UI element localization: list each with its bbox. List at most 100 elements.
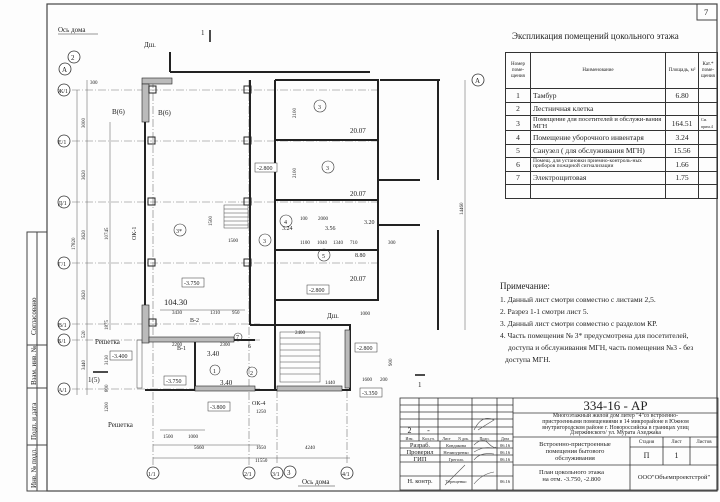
room-area: 3.56	[325, 226, 336, 232]
dimension: 2100	[293, 108, 298, 119]
room-number: 3	[263, 239, 266, 245]
project-line: пристроенными помещениями в 14 микрорайо…	[542, 418, 689, 425]
sheet-value: 1	[674, 451, 679, 460]
level-mark: -3.800	[210, 405, 226, 411]
room-number: 2	[250, 371, 253, 377]
dimension: 1100	[300, 241, 310, 246]
room-area: 3.24	[282, 226, 293, 232]
room-area: 20.07	[350, 190, 366, 198]
dimension: 1000	[188, 435, 199, 440]
dimension: 17820	[72, 237, 77, 250]
explication-table: Номер поме-щения Наименование Площадь, м…	[505, 52, 718, 199]
col-name: Наименование	[530, 52, 666, 89]
rev-header: Изм.	[405, 436, 414, 441]
dimension: 1340	[333, 241, 344, 246]
dimension: 5660	[194, 446, 205, 451]
room-number: 3	[318, 105, 321, 111]
door-mark: В-1	[177, 346, 186, 352]
dimension: 2000	[318, 217, 329, 222]
project-line: Многоэтажный жилой дом литер "4"со встро…	[552, 413, 679, 419]
note-item: доступа и обслуживания МГН, часть помеще…	[508, 343, 694, 352]
axis-label: Г/1	[58, 262, 66, 268]
level-mark: -2.800	[357, 346, 373, 352]
dimension: 2200	[172, 343, 183, 348]
room-area: 3.40	[207, 350, 220, 358]
axis-label: В/1	[58, 323, 67, 329]
cell: Помещение для посетителей и обслужи-вани…	[530, 115, 666, 131]
dimension: 1875	[105, 320, 110, 331]
dimension: 1000	[360, 312, 371, 317]
dimension: 2300	[220, 343, 231, 348]
col-category: Кат.* поме-щения	[698, 52, 718, 89]
vent-mark: В(6)	[158, 109, 172, 117]
axis-label: А/1	[58, 388, 67, 394]
dimension: 1040	[317, 241, 328, 246]
level-mark: -2.800	[309, 288, 325, 294]
staff-date: 06.16	[499, 479, 511, 484]
room-area: 3.40	[220, 379, 233, 387]
rev-header: N док.	[458, 436, 469, 441]
note-item: 1. Данный лист смотри совместно с листам…	[500, 295, 656, 304]
stair-flights	[136, 204, 321, 389]
house-axis: 3	[287, 469, 291, 477]
dimension: 800	[105, 384, 110, 392]
door-mark: В-2	[190, 318, 199, 324]
sheets-label: Листов	[696, 440, 712, 445]
notes-title: Примечание:	[500, 281, 550, 291]
note-item: 4. Часть помещения № 3* предусмотрена дл…	[500, 331, 689, 340]
room-area: 8.80	[355, 253, 366, 259]
hatched-walls	[141, 77, 351, 392]
house-axis-label: Ось дома	[302, 478, 330, 486]
dimension: 3440	[82, 360, 87, 371]
dimension: 14460	[460, 202, 465, 215]
staff-role: ГИП	[413, 456, 427, 463]
house-axis-label: Ось дома	[58, 26, 86, 34]
section-mark: 1	[201, 29, 205, 37]
dimension: 3130	[105, 355, 110, 366]
dimension: 100	[300, 217, 308, 222]
staff-role: Н. контр.	[407, 478, 433, 485]
level-mark: -3.400	[112, 354, 128, 360]
dimension: 300	[90, 81, 98, 86]
dimension: 1500	[163, 435, 174, 440]
grate-label: Решетка	[95, 338, 121, 346]
columns	[147, 85, 252, 327]
room-area: 20.07	[350, 275, 366, 283]
table-row	[505, 184, 718, 199]
window-label: ОК-1	[132, 227, 138, 240]
sheet-number-box	[696, 3, 718, 21]
dimension: 1500	[228, 239, 239, 244]
staff-role: Разраб.	[409, 442, 431, 449]
axis-label: Е/1	[58, 140, 66, 146]
dimension: 300	[388, 241, 396, 246]
col-number: Номер поме-щения	[505, 52, 531, 89]
staff-name: Кондакова	[446, 443, 466, 448]
dimension: 950	[232, 311, 240, 316]
dimension: 1440	[325, 381, 336, 386]
project-code: 334-16 - АР	[583, 398, 648, 413]
cell: См. прим.4	[698, 115, 718, 131]
sheet-label: Лист	[671, 440, 682, 445]
room-number: 6	[248, 344, 251, 350]
dimension: 4240	[305, 446, 316, 451]
sheet-number: 7	[704, 7, 708, 17]
explication-title: Экспликация помещений цокольного этажа	[512, 31, 679, 41]
exhaust-mark: Дш.	[327, 312, 339, 320]
room-area: 104.30	[164, 297, 187, 307]
rev-cell: -	[427, 426, 430, 435]
staff-name: Греголь	[448, 457, 464, 462]
organization: ООО"Объемпроектстрой"	[637, 474, 711, 481]
drawing-title-line: на отм. -3.750, -2.800	[542, 476, 601, 483]
project-line: Дзержинского/ ул. Мурата Ахеджака	[570, 430, 661, 437]
axis-label: Б/1	[58, 339, 66, 345]
rev-header: Кол.уч.	[422, 436, 435, 441]
level-boxes	[109, 162, 383, 412]
stage-value: П	[643, 451, 650, 460]
dimension: 1250	[256, 410, 267, 415]
vent-mark: В(6)	[112, 108, 126, 116]
level-mark: -3.350	[362, 391, 378, 397]
